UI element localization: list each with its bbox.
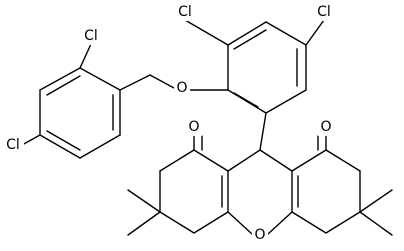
atom-ketone-oxygen-left: O bbox=[186, 118, 202, 136]
atom-ring-oxygen-label: O bbox=[254, 227, 265, 243]
bond-35 bbox=[193, 211, 229, 234]
atom-labels: Cl Cl Cl Cl O O O O bbox=[2, 3, 335, 244]
atom-cl-benzyl-lower-label: Cl bbox=[6, 137, 20, 153]
bond-45 bbox=[325, 211, 361, 234]
bond-23 bbox=[46, 75, 81, 96]
atom-cl-benzyl-upper-label: Cl bbox=[84, 28, 98, 44]
bond-19 bbox=[39, 67, 81, 91]
bond-14 bbox=[119, 74, 151, 91]
atom-cl-benzyl-upper: Cl bbox=[80, 27, 102, 45]
bond-34 bbox=[159, 211, 195, 234]
bond-5 bbox=[265, 89, 307, 114]
atom-cl-top-right-label: Cl bbox=[317, 4, 331, 20]
bond-22 bbox=[46, 130, 81, 151]
bond-28 bbox=[259, 149, 293, 172]
bond-46 bbox=[291, 211, 327, 234]
bond-51 bbox=[359, 211, 393, 236]
atom-cl-top-right: Cl bbox=[313, 3, 335, 21]
bond-13 bbox=[149, 74, 175, 89]
bond-25 bbox=[21, 134, 41, 146]
bond-24 bbox=[79, 43, 92, 69]
bond-49 bbox=[127, 211, 161, 236]
bond-11 bbox=[305, 19, 325, 46]
bond-1 bbox=[184, 19, 229, 46]
atom-cl-top-left: Cl bbox=[174, 3, 196, 21]
atom-ketone-oxygen-right-label: O bbox=[320, 119, 331, 135]
bond-20 bbox=[79, 67, 121, 91]
bond-29 bbox=[193, 149, 229, 172]
atom-ketone-oxygen-left-label: O bbox=[188, 119, 199, 135]
bond-26 bbox=[259, 112, 267, 151]
bond-2 bbox=[227, 21, 267, 46]
bond-27 bbox=[227, 149, 261, 172]
atom-ring-oxygen: O bbox=[252, 226, 268, 244]
bond-16 bbox=[79, 134, 121, 159]
bond-17 bbox=[39, 134, 81, 159]
atom-ketone-oxygen-right: O bbox=[318, 118, 334, 136]
atom-cl-top-left-label: Cl bbox=[178, 4, 192, 20]
bond-50 bbox=[127, 189, 161, 213]
bond-43 bbox=[325, 149, 361, 172]
bond-8 bbox=[233, 29, 267, 50]
bond-39 bbox=[267, 211, 293, 235]
atom-cl-benzyl-lower: Cl bbox=[2, 136, 24, 154]
atom-ether-oxygen: O bbox=[174, 79, 190, 97]
bond-32 bbox=[159, 149, 195, 172]
bond-52 bbox=[359, 189, 393, 213]
bond-lines bbox=[21, 19, 393, 236]
bond-3 bbox=[265, 21, 307, 46]
bond-10 bbox=[233, 92, 259, 108]
bond-38 bbox=[227, 211, 253, 235]
atom-ether-oxygen-label: O bbox=[176, 80, 187, 96]
bond-40 bbox=[291, 149, 327, 172]
